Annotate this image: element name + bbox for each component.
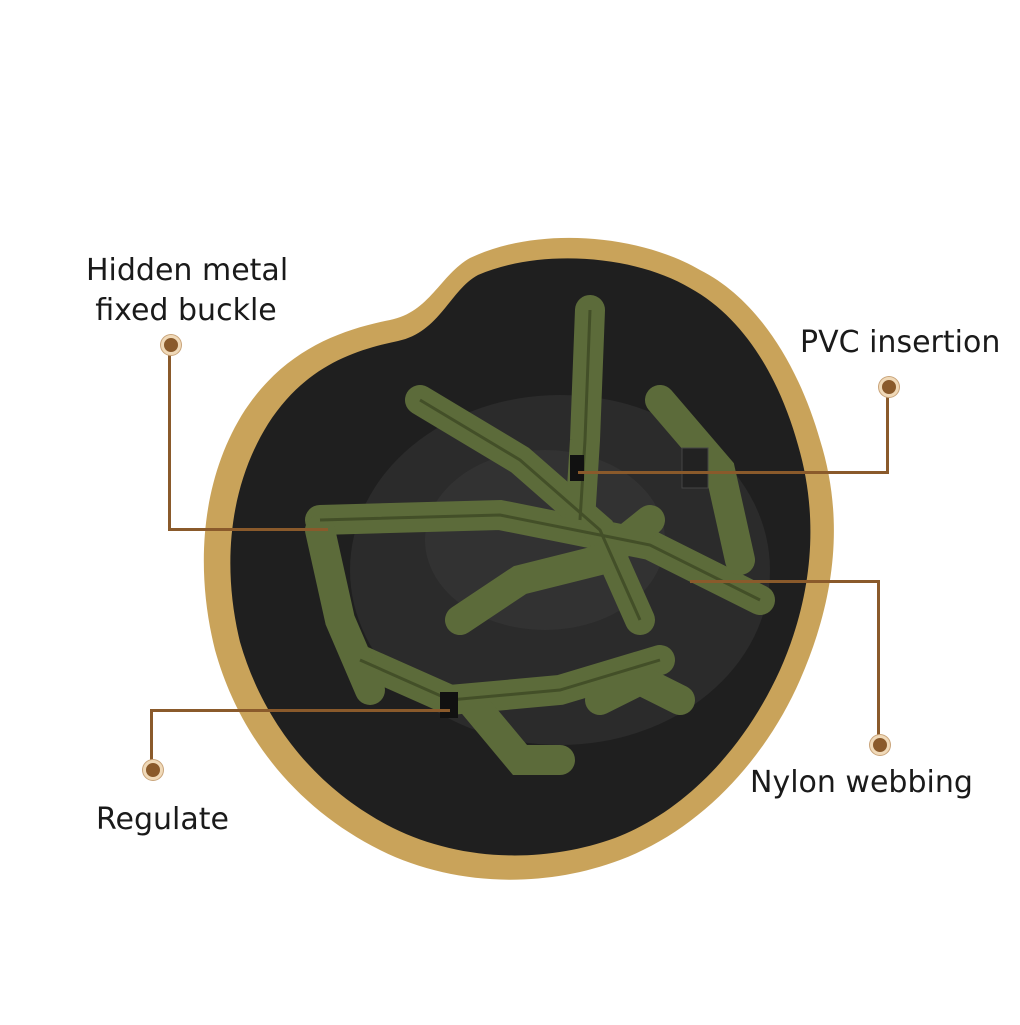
callout-line bbox=[168, 528, 328, 531]
label-line: fixed buckle bbox=[95, 293, 277, 328]
webbing-edges bbox=[319, 309, 761, 702]
callout-line bbox=[886, 387, 889, 473]
label-pvc-insertion: PVC insertion bbox=[800, 325, 1001, 360]
callout-dot bbox=[870, 735, 890, 755]
buckle bbox=[681, 447, 709, 489]
label-nylon-webbing: Nylon webbing bbox=[750, 765, 973, 800]
callout-line bbox=[578, 471, 889, 474]
label-line: Hidden metal bbox=[86, 253, 289, 288]
callout-line bbox=[690, 580, 880, 583]
callout-line bbox=[168, 344, 171, 530]
buckle bbox=[440, 692, 458, 718]
buckle bbox=[570, 455, 584, 481]
callout-dot bbox=[143, 760, 163, 780]
lining-highlight bbox=[425, 450, 665, 630]
label-regulate: Regulate bbox=[96, 802, 229, 837]
callout-dot bbox=[879, 377, 899, 397]
callout-line bbox=[150, 709, 153, 769]
callout-line bbox=[150, 709, 450, 712]
callout-dot bbox=[161, 335, 181, 355]
label-hidden-metal-fixed-buckle: Hidden metal fixed buckle bbox=[86, 251, 289, 331]
callout-line bbox=[877, 580, 880, 742]
